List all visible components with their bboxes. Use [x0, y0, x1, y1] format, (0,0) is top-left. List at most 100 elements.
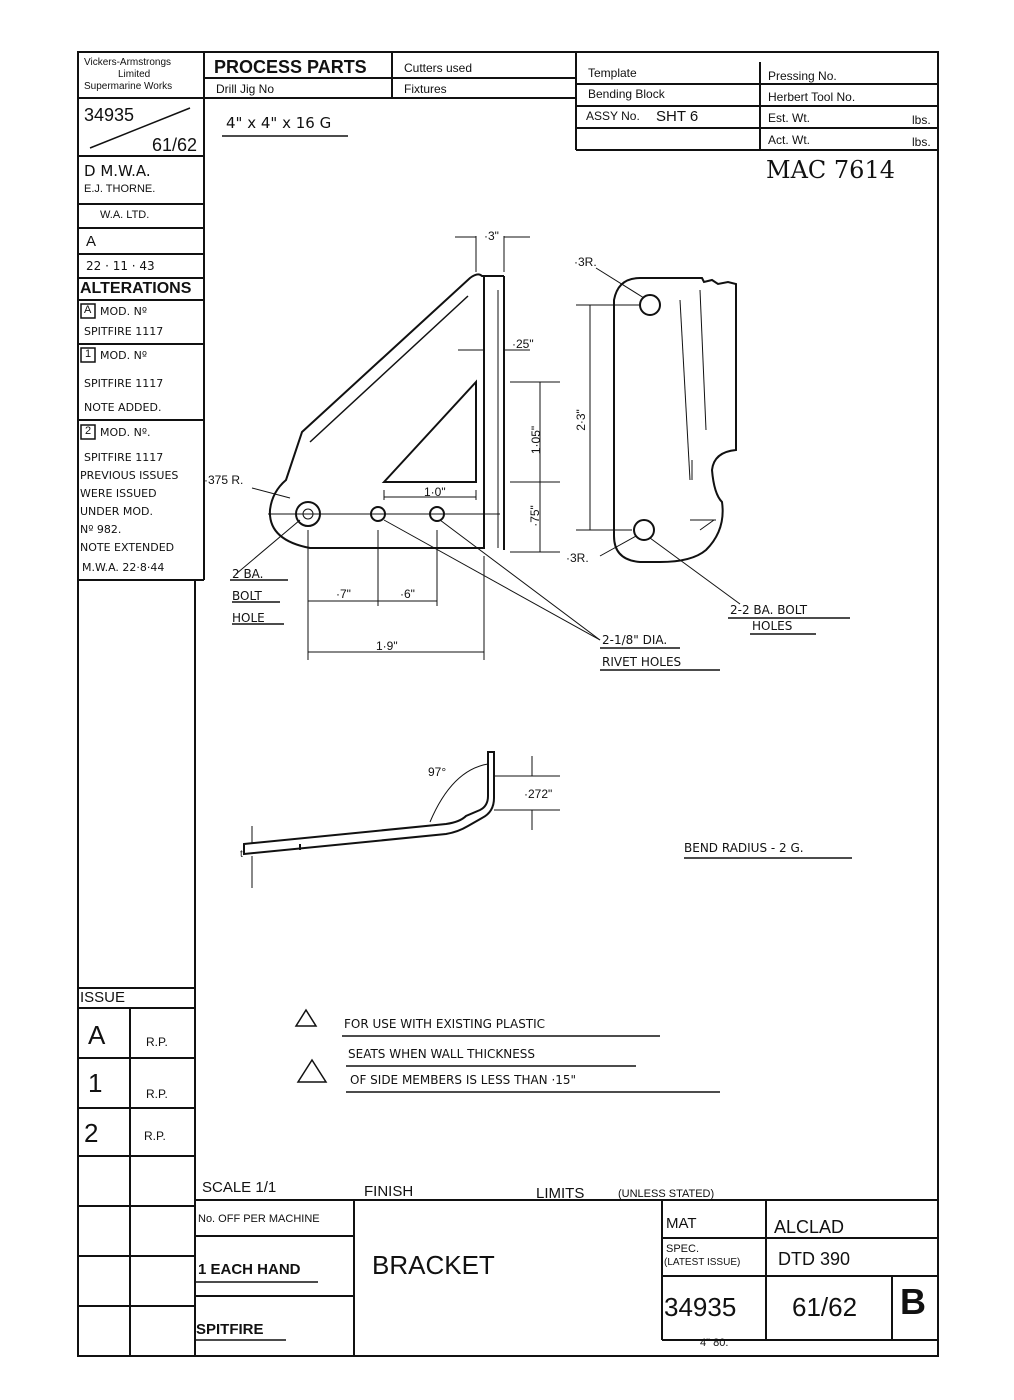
- traced-by: E.J. THORNE.: [84, 183, 156, 195]
- dim-0-75: ·75": [527, 505, 542, 527]
- herbert-tool-label: Herbert Tool No.: [768, 90, 856, 104]
- finish-label: FINISH: [364, 1183, 414, 1200]
- note-1: FOR USE WITH EXISTING PLASTIC: [344, 1017, 546, 1031]
- ba-bolt-label-2: BOLT: [232, 589, 262, 603]
- alteration-2-line6: Nº 982.: [80, 523, 122, 536]
- each-hand-label: 1 EACH HAND: [198, 1261, 301, 1278]
- limits-note: (UNLESS STATED): [618, 1188, 715, 1200]
- ba-bolt-label-3: HOLE: [232, 611, 265, 625]
- limits-label: LIMITS: [536, 1185, 585, 1202]
- dim-angle-97: 97°: [428, 765, 447, 779]
- alteration-2-line2: SPITFIRE 1117: [84, 451, 164, 464]
- bolt-holes-label-1: 2-2 BA. BOLT: [730, 603, 808, 617]
- alteration-mark-1: 1: [85, 348, 92, 360]
- alteration-2-line7: NOTE EXTENDED: [80, 541, 175, 554]
- dimension-lines: [235, 236, 601, 660]
- material-size: 4" x 4" x 16 G: [226, 114, 332, 132]
- dim-0-25: ·25": [512, 337, 534, 351]
- issue-2: 2: [84, 1118, 99, 1148]
- alteration-2-line5: UNDER MOD.: [80, 505, 153, 518]
- company-suffix: Limited: [118, 69, 151, 80]
- section-view: [243, 751, 495, 856]
- alteration-2-line3: PREVIOUS ISSUES: [80, 469, 179, 482]
- mat-label: MAT: [666, 1215, 697, 1232]
- title-sheet-number: 61/62: [792, 1292, 858, 1322]
- company-name: Vickers-Armstrongs: [84, 57, 172, 68]
- spec-label-1: SPEC.: [666, 1243, 700, 1255]
- part-title: BRACKET: [372, 1250, 495, 1280]
- note-symbol-2: [296, 1058, 328, 1083]
- dim-1-0: 1·0": [424, 485, 446, 499]
- dim-0-3r-bottom: ·3R.: [566, 551, 589, 565]
- rivet-label-2: RIVET HOLES: [602, 655, 682, 669]
- bend-radius-label: BEND RADIUS - 2 G.: [684, 841, 804, 855]
- rivet-label-1: 2-1/8" DIA.: [602, 633, 668, 647]
- drawing-size-letter: B: [900, 1281, 926, 1322]
- template-label: Template: [588, 66, 637, 80]
- dim-thickness: t: [240, 849, 243, 860]
- alterations-heading: ALTERATIONS: [80, 280, 192, 297]
- issue-a: A: [88, 1020, 106, 1050]
- spec-label-2: (LATEST ISSUE): [664, 1257, 741, 1268]
- dim-1-9: 1·9": [376, 639, 398, 653]
- alteration-a-line1: MOD. Nº: [100, 305, 148, 318]
- issue-1: 1: [88, 1068, 103, 1098]
- left-sheet-number: 61/62: [152, 135, 198, 155]
- cutters-used-label: Cutters used: [404, 61, 473, 75]
- alteration-1-line2: SPITFIRE 1117: [84, 377, 164, 390]
- pressing-no-label: Pressing No.: [768, 69, 837, 83]
- note-2b: OF SIDE MEMBERS IS LESS THAN ·15": [350, 1073, 577, 1087]
- mat-value: ALCLAD: [774, 1217, 845, 1237]
- bending-block-label: Bending Block: [588, 87, 665, 101]
- drawing-date: 22 · 11 · 43: [86, 259, 155, 273]
- title-drawing-number: 34935: [664, 1292, 737, 1322]
- bracket-face-view: [613, 277, 737, 563]
- act-wt-unit: lbs.: [912, 135, 931, 149]
- aircraft-label: SPITFIRE: [196, 1321, 264, 1338]
- scale-label: SCALE 1/1: [202, 1179, 277, 1196]
- alteration-2-line8: M.W.A. 22·8·44: [82, 561, 165, 574]
- dim-0-3r-top: ·3R.: [574, 255, 597, 269]
- sheet-border: [77, 51, 939, 1357]
- dim-0-375r: ·375 R.: [204, 473, 244, 487]
- dim-0-272: ·272": [524, 787, 553, 801]
- assy-no-value: SHT 6: [656, 108, 699, 125]
- issue-1-by: R.P.: [146, 1087, 168, 1101]
- fixtures-label: Fixtures: [404, 82, 447, 96]
- issue-a-by: R.P.: [146, 1035, 168, 1049]
- ba-bolt-label-1: 2 BA.: [232, 567, 264, 581]
- alteration-a-line2: SPITFIRE 1117: [84, 325, 164, 338]
- est-wt-label: Est. Wt.: [768, 111, 810, 125]
- note-symbol-1: [294, 1008, 318, 1027]
- alteration-2-line1: MOD. Nº.: [100, 426, 151, 439]
- dim-2-3: 2·3": [573, 409, 588, 431]
- dim-0-7: ·7": [336, 587, 351, 601]
- dim-1-05: 1·05": [529, 425, 544, 455]
- bolt-holes-label-2: HOLES: [752, 619, 793, 633]
- footnote: 4" 80.: [700, 1337, 729, 1349]
- alteration-1-line1: MOD. Nº: [100, 349, 148, 362]
- act-wt-label: Act. Wt.: [768, 133, 810, 147]
- company-works: Supermarine Works: [84, 81, 173, 92]
- issue-heading: ISSUE: [80, 989, 126, 1006]
- dim-0-3: ·3": [484, 229, 499, 243]
- assy-no-label: ASSY No.: [586, 109, 640, 123]
- no-off-label: No. OFF PER MACHINE: [198, 1213, 320, 1225]
- note-2a: SEATS WHEN WALL THICKNESS: [348, 1047, 536, 1061]
- alteration-mark-2: 2: [85, 425, 92, 437]
- drill-jig-label: Drill Jig No: [216, 82, 275, 96]
- process-parts-label: PROCESS PARTS: [214, 57, 367, 77]
- alteration-mark-a: A: [84, 304, 92, 316]
- dim-0-6: ·6": [400, 587, 415, 601]
- alteration-1-line3: NOTE ADDED.: [84, 401, 162, 414]
- mac-stamp: MAC 7614: [766, 156, 895, 184]
- drawn-by: D M.W.A.: [84, 162, 151, 180]
- left-drawing-number: 34935: [84, 105, 135, 125]
- alteration-2-line4: WERE ISSUED: [80, 487, 157, 500]
- bracket-side-view: [268, 273, 505, 550]
- checked-by: W.A. LTD.: [100, 209, 150, 221]
- spec-value: DTD 390: [778, 1249, 851, 1269]
- issue-2-by: R.P.: [144, 1129, 166, 1143]
- approved-by: A: [86, 233, 97, 250]
